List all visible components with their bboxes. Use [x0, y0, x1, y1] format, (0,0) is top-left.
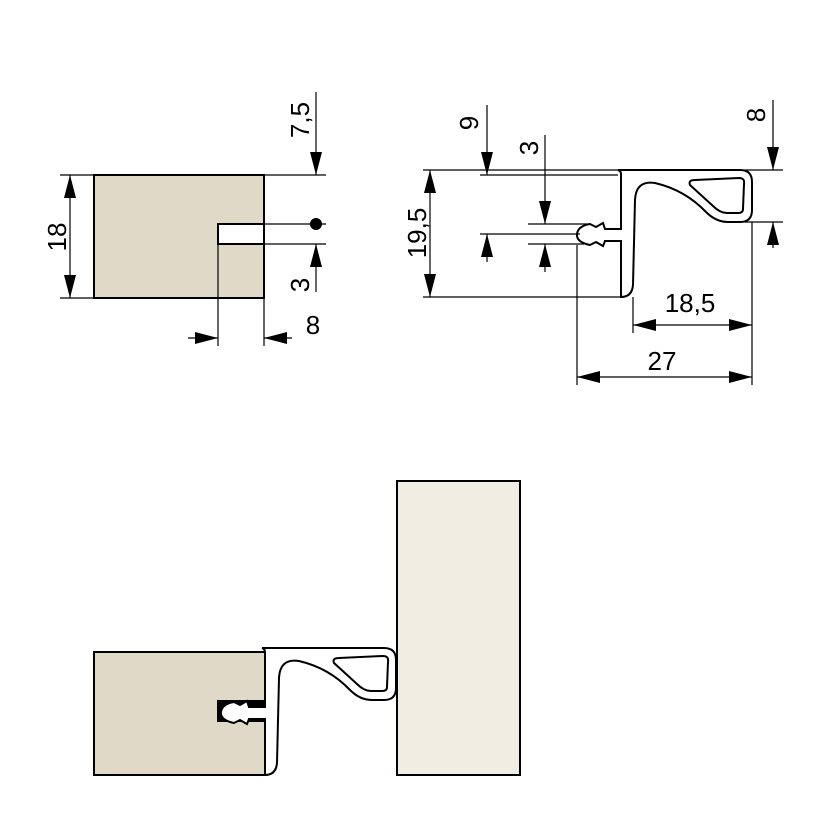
- dim-lip: 8: [741, 108, 771, 122]
- dim-offset: 9: [454, 116, 484, 130]
- dim-offset-top: 7,5: [285, 102, 315, 138]
- arrowheads: [64, 152, 322, 344]
- door-panel: [396, 480, 521, 776]
- dim-height: 18: [42, 223, 72, 252]
- dim-total: 27: [648, 346, 677, 376]
- dim-slot-depth: 8: [306, 310, 320, 340]
- board-section-view: 18 7,5 3 8: [42, 92, 326, 346]
- center-dot: [310, 218, 322, 230]
- dim-profile-height: 19,5: [402, 208, 432, 259]
- groove: [217, 223, 265, 245]
- dim-barb-width: 3: [514, 141, 544, 155]
- arrowheads: [424, 147, 779, 383]
- dim-reach: 18,5: [665, 288, 716, 318]
- handle-profile: [575, 168, 754, 299]
- profile-section-view: 19,5 9 3 8 18,5 27: [402, 100, 783, 385]
- assembly-view: [93, 480, 521, 777]
- dim-slot-width: 3: [285, 278, 315, 292]
